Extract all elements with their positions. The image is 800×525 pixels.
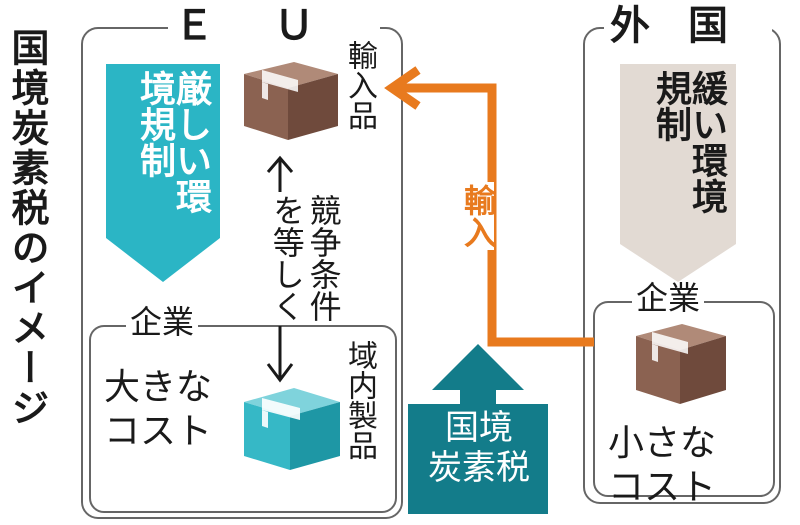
- import-arrow-label: 輸入: [459, 182, 497, 250]
- foreign-label: 外国: [604, 6, 772, 46]
- eu-label: ＥＵ: [168, 6, 380, 46]
- foreign-product-box-icon: [636, 324, 726, 404]
- diagram-title: 国境炭素税のイメージ: [5, 28, 49, 428]
- foreign-regulation-text: 緩い環境規制: [650, 70, 727, 214]
- imported-product-box-icon: [244, 62, 338, 140]
- domestic-product-box-icon: [244, 388, 340, 470]
- foreign-regulation-pennant: [620, 64, 736, 282]
- eu-regulation-pennant: [106, 64, 220, 282]
- imported-product-label: 輸入品: [342, 40, 377, 130]
- eu-company-frame: [89, 325, 397, 513]
- competition-label: 競争条件を等しく: [267, 194, 343, 322]
- border-tax-arrow-icon: [408, 344, 548, 514]
- eu-cost-text: 大きな コスト: [104, 367, 213, 452]
- foreign-cost-text: 小さな コスト: [608, 423, 717, 508]
- competition-double-arrow-icon: [266, 155, 294, 383]
- eu-regulation-text: 厳しい環境規制: [134, 70, 211, 214]
- eu-company-label: 企業: [126, 306, 199, 338]
- foreign-company-label: 企業: [632, 282, 705, 314]
- border-tax-label: 国境 炭素税: [428, 408, 530, 489]
- domestic-product-label: 域内製品: [342, 340, 377, 460]
